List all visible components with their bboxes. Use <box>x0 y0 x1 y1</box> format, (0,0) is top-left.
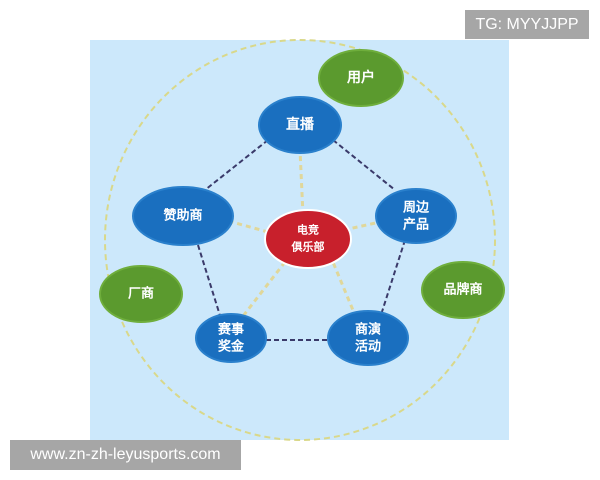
node-sponsor-label: 赞助商 <box>162 208 202 224</box>
node-center-label-1: 电竞 <box>297 223 319 237</box>
node-prize-label-2: 奖金 <box>218 339 245 355</box>
center-spokes <box>231 149 381 321</box>
node-merch[interactable]: 周边 产品 <box>375 188 457 244</box>
node-users[interactable]: 用户 <box>318 49 404 107</box>
node-manufacturers-label: 厂商 <box>128 286 154 302</box>
node-brands[interactable]: 品牌商 <box>421 261 505 319</box>
node-commercial[interactable]: 商演 活动 <box>327 310 409 366</box>
node-merch-label-2: 产品 <box>403 217 429 233</box>
node-merch-label-1: 周边 <box>403 201 430 216</box>
pentagon-links <box>197 139 406 341</box>
node-brands-label: 品牌商 <box>443 282 482 298</box>
outer-ring <box>104 39 496 441</box>
node-center-club[interactable]: 电竞 俱乐部 <box>264 209 352 269</box>
node-center-label-2: 俱乐部 <box>291 240 325 254</box>
node-live[interactable]: 直播 <box>258 96 342 154</box>
node-manufacturers[interactable]: 厂商 <box>99 265 183 323</box>
watermark-bottom-left: www.zn-zh-leyusports.com <box>10 440 241 470</box>
node-users-label: 用户 <box>347 69 375 86</box>
node-live-label: 直播 <box>286 116 315 133</box>
node-prize[interactable]: 赛事 奖金 <box>195 313 267 363</box>
node-prize-label-1: 赛事 <box>217 322 244 338</box>
node-sponsor[interactable]: 赞助商 <box>132 186 234 246</box>
node-commercial-label-1: 商演 <box>355 322 381 338</box>
watermark-top-right: TG: MYYJJPP <box>465 10 589 39</box>
node-commercial-label-2: 活动 <box>355 339 381 355</box>
